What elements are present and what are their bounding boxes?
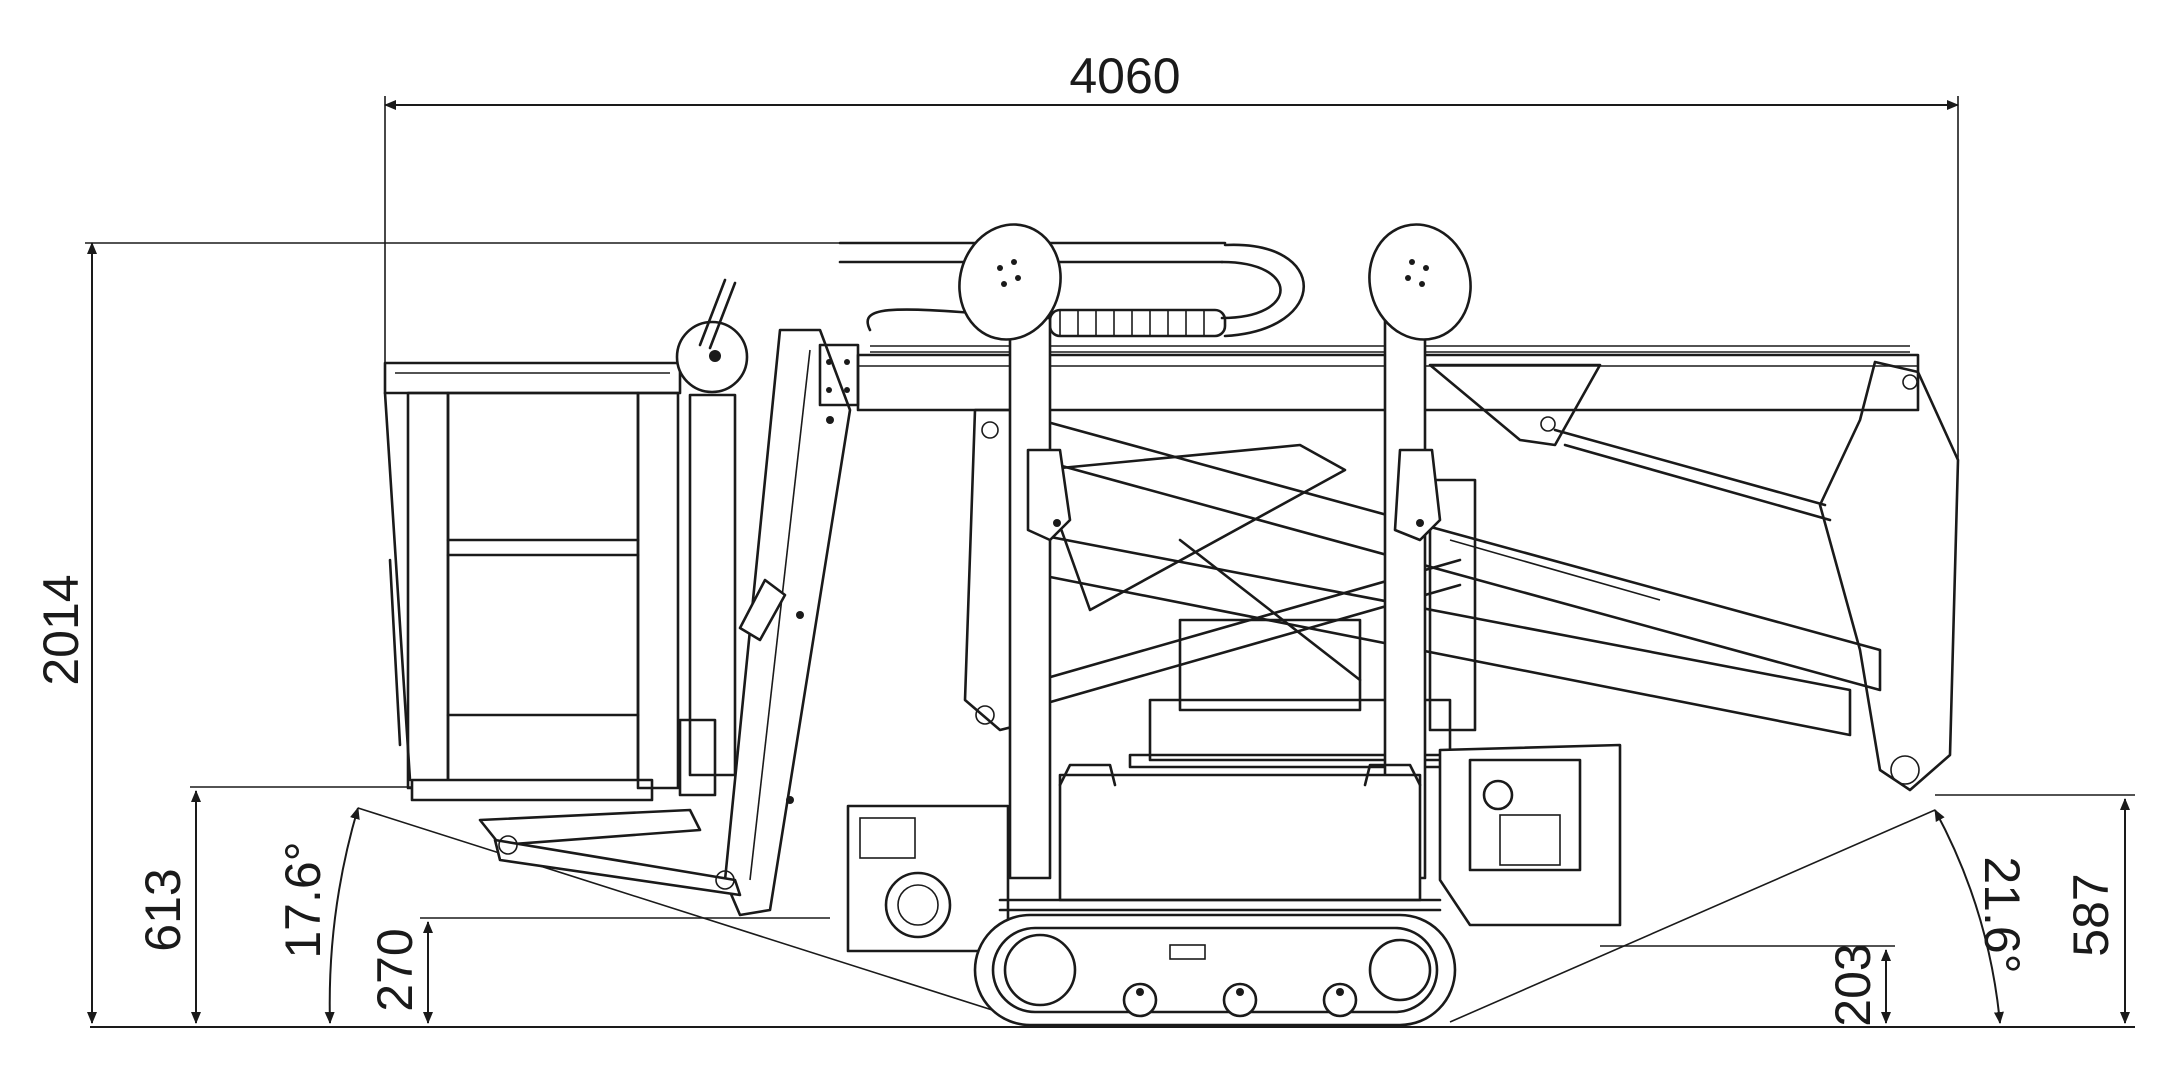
rear-angle-label: 17.6° (275, 841, 331, 958)
crawler-track (973, 913, 1457, 1027)
front-clearance-label: 203 (1825, 943, 1881, 1026)
chassis-body (998, 763, 1442, 912)
front-angle-label: 21.6° (1974, 856, 2030, 973)
dimension-lines (85, 96, 2135, 1028)
engine-front (1438, 743, 1622, 927)
engine-rear (846, 804, 1010, 953)
front-approach-line (1449, 809, 1936, 1023)
jib-arm (478, 328, 860, 917)
rear-angle-arc (324, 807, 360, 1024)
rear-overhang-height-label: 613 (135, 868, 191, 951)
height-label: 2014 (33, 574, 89, 685)
rear-approach-line (357, 807, 1031, 1023)
rear-clearance-label: 270 (367, 928, 423, 1011)
front-angle-arc (1934, 809, 2004, 1024)
work-basket (383, 278, 749, 802)
overall-length-label: 4060 (1069, 48, 1180, 104)
outrigger-feet (958, 223, 1472, 341)
energy-chain (838, 241, 1306, 338)
dimension-labels: 4060 2014 613 17.6° 270 203 21.6° 587 (33, 48, 2119, 1027)
front-overhang-height-label: 587 (2063, 873, 2119, 956)
